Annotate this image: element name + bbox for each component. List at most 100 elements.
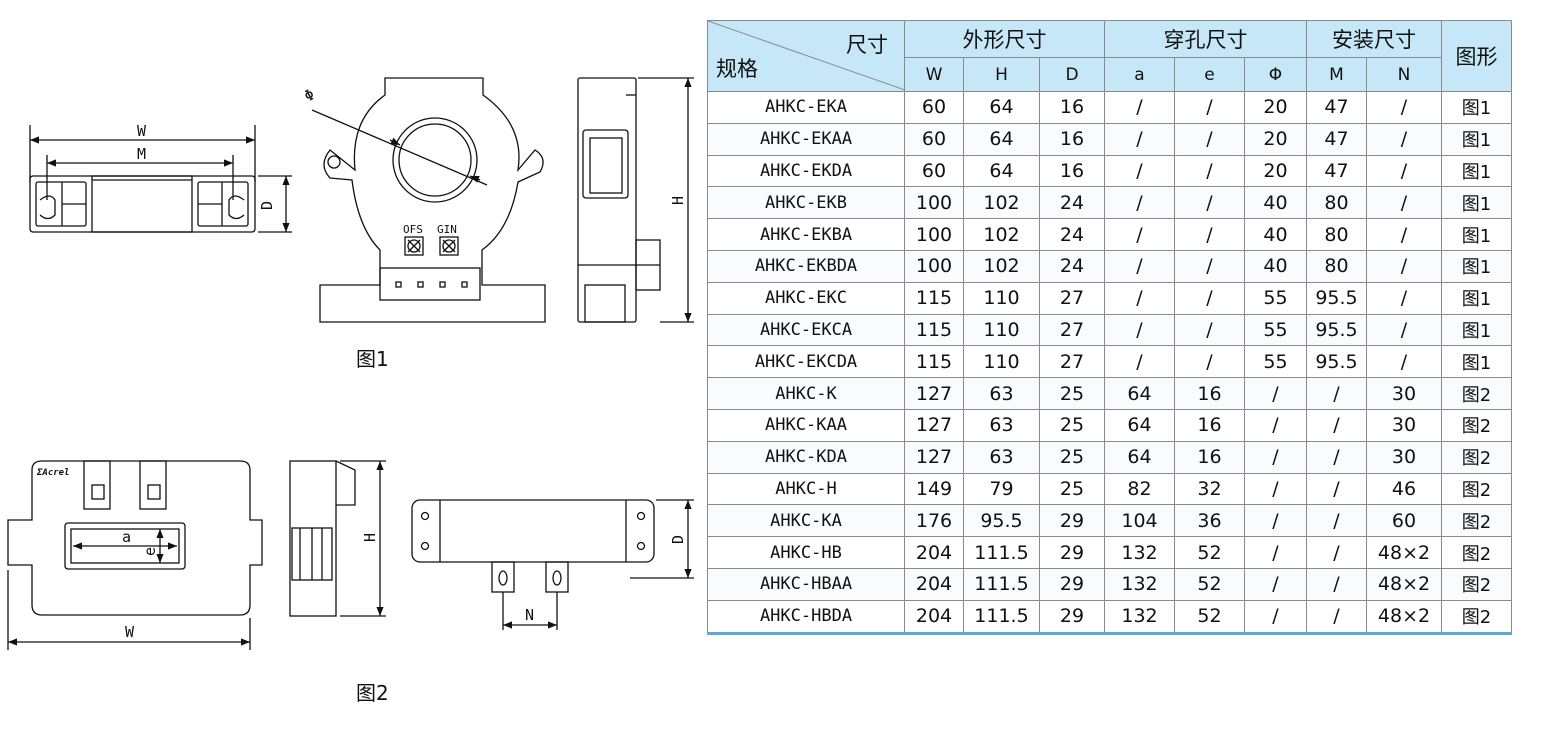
cell-model: AHKC-EKBA xyxy=(707,218,905,251)
cell-e: / xyxy=(1174,154,1245,188)
cell-w: 115 xyxy=(904,281,964,315)
cell-model: AHKC-EKCA xyxy=(707,313,905,347)
fig1-gin-label: GIN xyxy=(437,223,457,236)
cell-d: 16 xyxy=(1039,154,1105,188)
cell-e: 16 xyxy=(1174,440,1245,474)
cell-w: 60 xyxy=(904,122,964,156)
header-model-label: 规格 xyxy=(716,57,758,81)
header-col-phi: Φ xyxy=(1244,57,1307,92)
cell-m: / xyxy=(1306,408,1367,442)
cell-a: / xyxy=(1104,313,1175,347)
cell-e: / xyxy=(1174,249,1245,283)
cell-e: 52 xyxy=(1174,599,1245,635)
cell-h: 111.5 xyxy=(963,567,1040,601)
cell-w: 60 xyxy=(904,154,964,188)
cell-m: 95.5 xyxy=(1306,313,1367,347)
fig1-side-view xyxy=(577,77,694,323)
cell-d: 29 xyxy=(1039,599,1105,635)
fig2-front-view xyxy=(7,460,263,650)
cell-h: 64 xyxy=(963,154,1040,188)
cell-a: / xyxy=(1104,91,1175,124)
cell-m: 80 xyxy=(1306,249,1367,283)
cell-m: / xyxy=(1306,377,1367,410)
cell-model: AHKC-EKC xyxy=(707,281,905,315)
cell-phi: 55 xyxy=(1244,281,1307,315)
cell-shape: 图1 xyxy=(1441,313,1512,347)
cell-n: 30 xyxy=(1366,377,1442,410)
cell-d: 24 xyxy=(1039,218,1105,251)
cell-w: 127 xyxy=(904,440,964,474)
cell-shape: 图2 xyxy=(1441,472,1512,506)
cell-n: / xyxy=(1366,122,1442,156)
cell-model: AHKC-HB xyxy=(707,536,905,569)
cell-e: / xyxy=(1174,122,1245,156)
cell-model: AHKC-EKA xyxy=(707,91,905,124)
cell-shape: 图1 xyxy=(1441,186,1512,220)
header-col-d: D xyxy=(1039,57,1105,92)
cell-h: 64 xyxy=(963,122,1040,156)
cell-h: 63 xyxy=(963,377,1040,410)
cell-d: 16 xyxy=(1039,122,1105,156)
cell-phi: 20 xyxy=(1244,91,1307,124)
fig2-w-label: W xyxy=(125,623,135,641)
cell-d: 25 xyxy=(1039,408,1105,442)
cell-a: 132 xyxy=(1104,599,1175,635)
cell-h: 95.5 xyxy=(963,504,1040,538)
header-col-w: W xyxy=(904,57,964,92)
cell-m: 80 xyxy=(1306,218,1367,251)
cell-a: / xyxy=(1104,281,1175,315)
cell-w: 127 xyxy=(904,408,964,442)
cell-model: AHKC-HBDA xyxy=(707,599,905,635)
cell-h: 110 xyxy=(963,313,1040,347)
cell-e: 36 xyxy=(1174,504,1245,538)
cell-w: 100 xyxy=(904,186,964,220)
cell-model: AHKC-EKBDA xyxy=(707,249,905,283)
cell-shape: 图1 xyxy=(1441,249,1512,283)
fig1-main-view xyxy=(311,77,546,323)
cell-d: 27 xyxy=(1039,313,1105,347)
cell-phi: / xyxy=(1244,567,1307,601)
cell-m: 80 xyxy=(1306,186,1367,220)
header-shape: 图形 xyxy=(1441,20,1512,92)
header-group-mounting: 安装尺寸 xyxy=(1306,20,1442,58)
cell-shape: 图2 xyxy=(1441,599,1512,635)
cell-d: 29 xyxy=(1039,536,1105,569)
cell-e: 32 xyxy=(1174,472,1245,506)
cell-shape: 图2 xyxy=(1441,408,1512,442)
cell-model: AHKC-KDA xyxy=(707,440,905,474)
fig1-phi-label: Φ xyxy=(301,85,318,105)
cell-model: AHKC-EKAA xyxy=(707,122,905,156)
cell-n: / xyxy=(1366,249,1442,283)
cell-e: / xyxy=(1174,218,1245,251)
cell-h: 110 xyxy=(963,281,1040,315)
cell-a: 132 xyxy=(1104,567,1175,601)
cell-d: 25 xyxy=(1039,440,1105,474)
cell-shape: 图1 xyxy=(1441,281,1512,315)
cell-n: / xyxy=(1366,186,1442,220)
cell-phi: / xyxy=(1244,472,1307,506)
cell-d: 27 xyxy=(1039,345,1105,379)
cell-e: 16 xyxy=(1174,408,1245,442)
cell-h: 63 xyxy=(963,440,1040,474)
cell-n: / xyxy=(1366,313,1442,347)
cell-d: 27 xyxy=(1039,281,1105,315)
cell-model: AHKC-EKB xyxy=(707,186,905,220)
cell-m: / xyxy=(1306,504,1367,538)
cell-shape: 图2 xyxy=(1441,567,1512,601)
cell-shape: 图1 xyxy=(1441,154,1512,188)
cell-phi: / xyxy=(1244,504,1307,538)
cell-shape: 图1 xyxy=(1441,345,1512,379)
technical-drawings: W M D Φ OFS GIN H ΣAcrel a e W H D N xyxy=(7,77,694,650)
cell-a: 82 xyxy=(1104,472,1175,506)
cell-d: 29 xyxy=(1039,504,1105,538)
cell-d: 24 xyxy=(1039,249,1105,283)
cell-e: / xyxy=(1174,186,1245,220)
header-col-a: a xyxy=(1104,57,1175,92)
diagonal-header-cell: 尺寸 规格 xyxy=(707,20,905,92)
cell-a: 104 xyxy=(1104,504,1175,538)
cell-e: / xyxy=(1174,313,1245,347)
